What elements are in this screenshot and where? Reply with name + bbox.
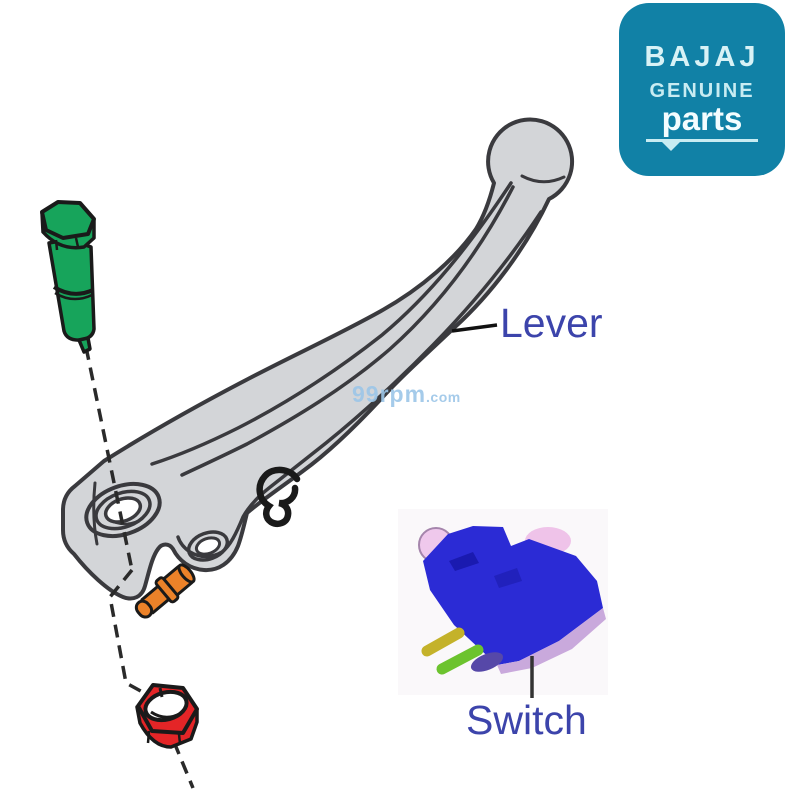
switch-detail-slot <box>449 552 479 571</box>
lever-ball-detail-line <box>520 174 566 184</box>
lever-rib-line-2 <box>180 185 515 477</box>
pin-head-cap <box>177 563 196 584</box>
pivot-bore-inner-arc <box>106 517 144 526</box>
bajaj-genuine-parts-logo: BAJAJ GENUINE parts <box>619 3 785 176</box>
logo-genuine-text: GENUINE <box>649 80 755 102</box>
nut-facet1 <box>146 730 151 744</box>
lever-boss-edge-line <box>92 481 99 546</box>
pin-tip <box>134 599 154 619</box>
axis-dash-lower <box>172 741 195 789</box>
logo-brand-text: BAJAJ <box>644 41 760 73</box>
logo-underline <box>646 139 758 151</box>
nut-facet2 <box>177 733 182 745</box>
watermark-name: 99rpm <box>352 381 427 407</box>
circlip <box>256 466 301 527</box>
pin-flange <box>154 576 180 604</box>
watermark: 99rpm.com <box>352 383 461 406</box>
lever-cable-hole <box>186 530 230 562</box>
logo-parts-text: parts <box>661 100 743 137</box>
logo-arrow-icon <box>662 142 680 151</box>
bolt-flange-line2 <box>54 291 93 301</box>
nut-chamfer-arc <box>150 710 182 719</box>
axis-dash-jog <box>108 568 149 697</box>
adjuster-pin <box>134 563 196 619</box>
lever-body <box>61 117 575 601</box>
lever-illustration <box>61 117 575 601</box>
switch-shadow-edge <box>497 608 606 674</box>
lever-inner-edge-line <box>176 210 543 559</box>
bolt-head-facet2 <box>74 237 80 248</box>
switch-detail-slot2 <box>494 568 522 588</box>
switch-label: Switch <box>466 697 587 743</box>
assembly-axis-dashed-line <box>84 346 195 789</box>
bolt-tip <box>77 336 92 354</box>
watermark-domain: .com <box>426 389 461 405</box>
bolt-flange-line <box>52 285 94 296</box>
axis-dash-upper <box>84 346 134 571</box>
switch-terminal-yellow <box>421 627 465 657</box>
switch-photo <box>398 509 608 698</box>
lever-label: Lever <box>500 300 603 346</box>
lock-nut <box>135 683 199 749</box>
lever-rib-line-1 <box>150 181 513 466</box>
bolt-head-top <box>40 200 96 240</box>
switch-terminal-green <box>436 644 484 675</box>
nut-thread-tick <box>158 687 164 698</box>
pivot-bolt <box>40 200 96 354</box>
switch-shadow-blob <box>470 652 504 672</box>
bolt-head-facet1 <box>54 239 59 251</box>
lever-leader-line <box>451 323 498 333</box>
